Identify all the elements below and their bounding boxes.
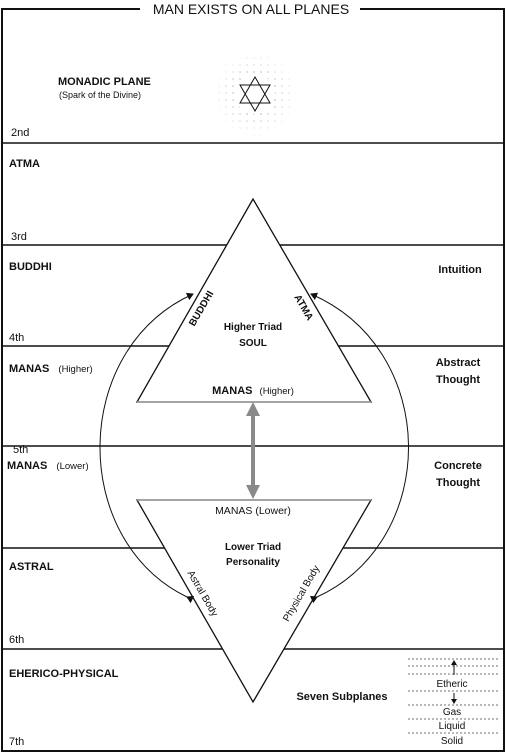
- manas-link-double-arrow: [246, 402, 260, 499]
- higher-triad-label: Higher Triad: [224, 322, 282, 333]
- manas-higher-base-name: MANAS: [212, 385, 252, 397]
- manas-higher-plane-label: MANAS (Higher): [9, 363, 93, 375]
- ordinal-3rd: 3rd: [11, 231, 27, 243]
- manas-lower-plane-label: MANAS (Lower): [7, 460, 89, 472]
- subplane-stack: Etheric Gas Liquid Solid: [408, 658, 500, 747]
- ordinal-2nd: 2nd: [11, 127, 29, 139]
- subplane-solid: Solid: [441, 736, 463, 747]
- subplane-liquid: Liquid: [439, 721, 466, 732]
- astral-plane-label: ASTRAL: [9, 561, 54, 573]
- manas-lower-name: MANAS: [7, 460, 47, 472]
- abstract-thought-label: Thought: [436, 374, 480, 386]
- monadic-plane-label: MONADIC PLANE: [58, 76, 151, 88]
- ordinal-5th: 5th: [13, 444, 28, 456]
- subplane-etheric: Etheric: [436, 679, 467, 690]
- abstract-label: Abstract: [436, 357, 481, 369]
- concrete-thought-label: Thought: [436, 477, 480, 489]
- right-curved-arrow: [309, 292, 409, 604]
- outer-frame: [1, 8, 505, 752]
- manas-lower-top-label: MANAS (Lower): [215, 505, 291, 517]
- physical-plane-label: EHERICO-PHYSICAL: [9, 668, 119, 680]
- manas-higher-base-qual: (Higher): [260, 386, 294, 397]
- manas-higher-name: MANAS: [9, 363, 49, 375]
- ordinal-6th: 6th: [9, 634, 24, 646]
- personality-label: Personality: [226, 557, 280, 568]
- intuition-label: Intuition: [438, 264, 482, 276]
- concrete-label: Concrete: [434, 460, 482, 472]
- higher-triad-triangle: [135, 197, 373, 403]
- atma-plane-label: ATMA: [9, 158, 40, 170]
- diagram-title: MAN EXISTS ON ALL PLANES: [153, 1, 349, 17]
- lower-triad-label: Lower Triad: [225, 542, 281, 553]
- monadic-plane-sub: (Spark of the Divine): [59, 90, 141, 100]
- subplane-gas: Gas: [443, 707, 461, 718]
- buddhi-plane-label: BUDDHI: [9, 261, 52, 273]
- ordinal-7th: 7th: [9, 736, 24, 748]
- seven-subplanes-label: Seven Subplanes: [296, 691, 387, 703]
- manas-higher-base-label: MANAS (Higher): [212, 385, 294, 397]
- left-curved-arrow: [99, 292, 195, 604]
- lower-triad-triangle: [135, 499, 373, 704]
- manas-higher-qual: (Higher): [58, 364, 92, 375]
- soul-label: SOUL: [239, 338, 267, 349]
- ordinal-4th: 4th: [9, 332, 24, 344]
- divine-spark-star-icon: [212, 51, 298, 137]
- manas-lower-qual: (Lower): [56, 461, 88, 472]
